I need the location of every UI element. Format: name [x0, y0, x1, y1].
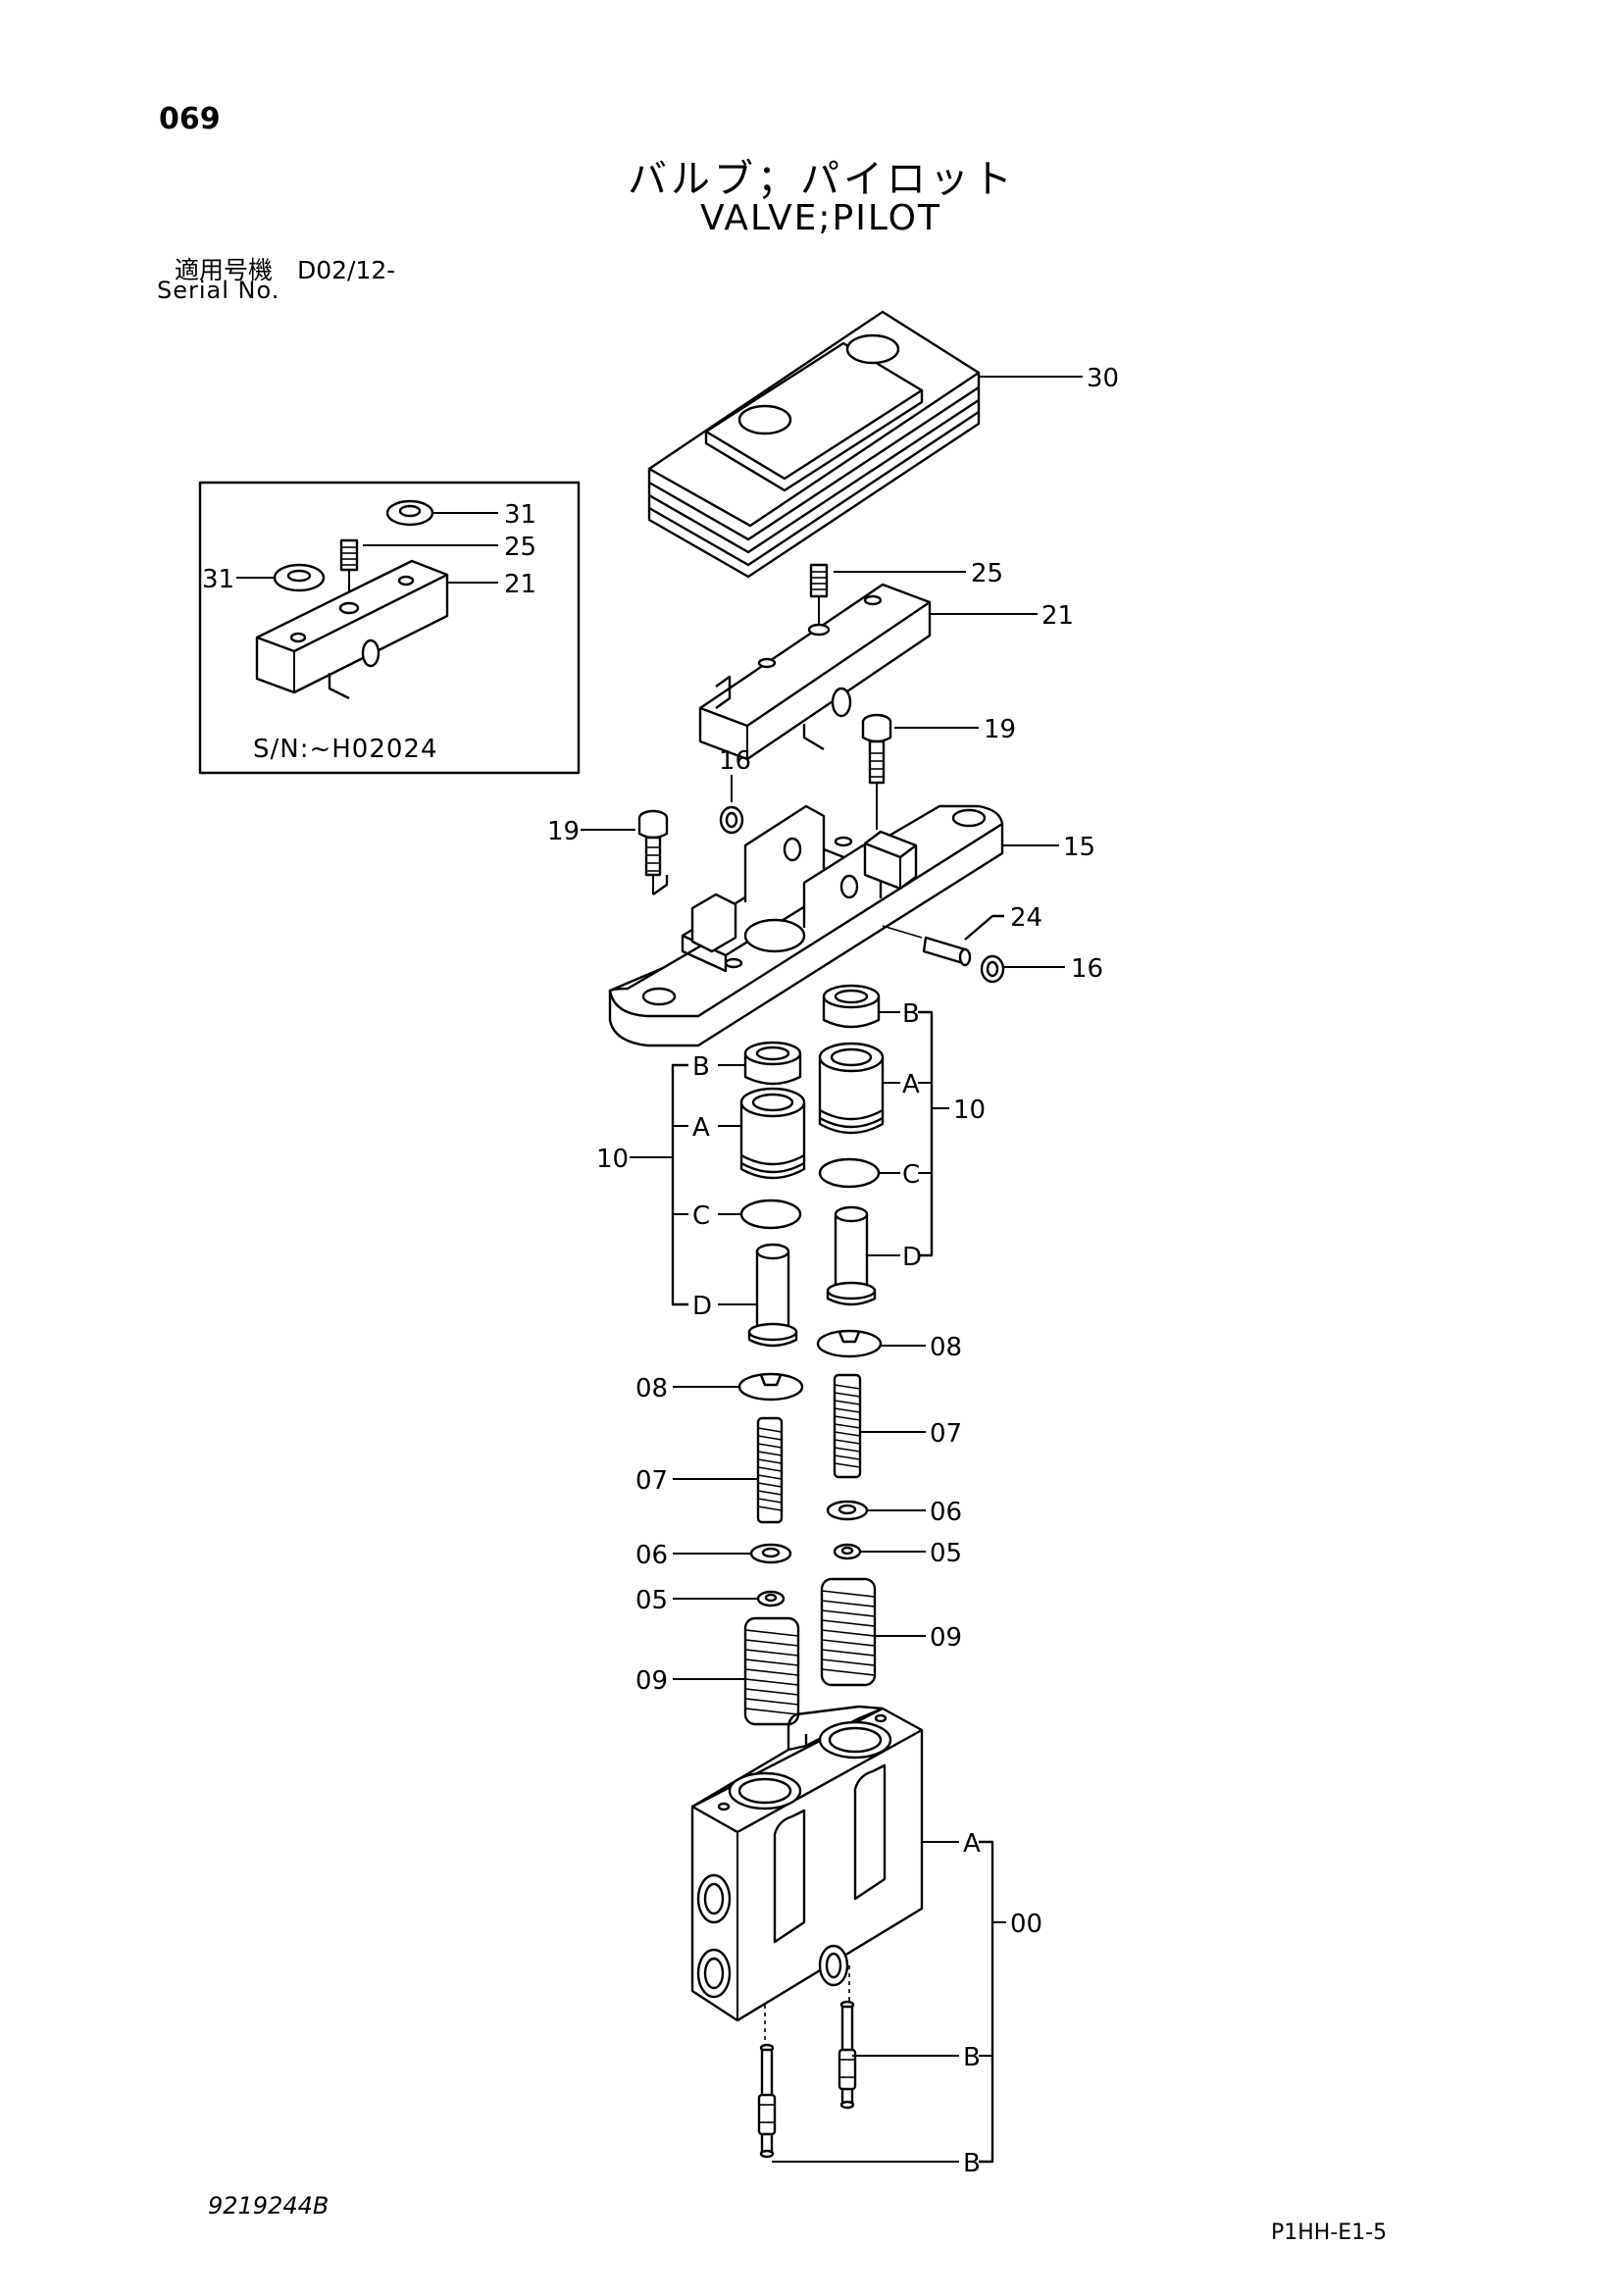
callout-08-left: 08 — [635, 1374, 668, 1403]
callout-a-left: A — [692, 1113, 710, 1143]
set-screw-25-icon — [809, 563, 829, 624]
spring-seat-08-left-icon — [737, 1372, 804, 1402]
shim-05-right-icon — [833, 1543, 862, 1560]
plug-a-left-icon — [739, 1087, 806, 1180]
page-number: 069 — [159, 102, 221, 136]
washer-31-left-icon — [273, 563, 326, 592]
callout-a-body: A — [963, 1829, 981, 1859]
callout-19-right: 19 — [984, 715, 1016, 744]
callout-b-right: B — [902, 999, 920, 1029]
callout-07-left: 07 — [635, 1466, 668, 1496]
callout-b-body-1: B — [963, 2043, 981, 2072]
set-screw-25-icon — [339, 538, 359, 608]
inset-callout-21: 21 — [504, 570, 536, 599]
o-ring-16-icon — [719, 805, 744, 835]
document-number: 9219244B — [208, 2192, 330, 2219]
inset-serial-note: S/N:~H02024 — [253, 735, 438, 764]
callout-07-right: 07 — [930, 1419, 962, 1449]
spring-seat-08-right-icon — [816, 1329, 883, 1358]
plate-15-icon — [608, 804, 1004, 1047]
washer-06-right-icon — [826, 1500, 869, 1521]
callout-21: 21 — [1041, 601, 1074, 631]
callout-10-right: 10 — [953, 1096, 986, 1125]
valve-body-icon — [690, 1705, 924, 2040]
bolt-19-icon — [861, 713, 892, 830]
plug-a-right-icon — [818, 1042, 885, 1135]
spring-07-right-icon — [833, 1373, 862, 1479]
callout-16-right: 16 — [1071, 954, 1103, 984]
callout-08-right: 08 — [930, 1333, 962, 1362]
spring-07-left-icon — [756, 1416, 784, 1524]
callout-06-right: 06 — [930, 1498, 962, 1527]
inset-box: 31 25 31 21 S/N:~H02024 — [198, 481, 581, 775]
pin-24-icon — [882, 925, 972, 967]
callout-10-left: 10 — [596, 1145, 629, 1174]
shim-05-left-icon — [756, 1590, 786, 1607]
block-21-inset-icon — [255, 559, 449, 700]
callout-c-left: C — [692, 1201, 710, 1231]
callout-00: 00 — [1010, 1910, 1042, 1939]
rubber-boot-30-icon — [647, 310, 981, 579]
seal-b-left-icon — [743, 1041, 802, 1086]
washer-06-left-icon — [749, 1543, 792, 1564]
callout-05-right: 05 — [930, 1539, 962, 1568]
callout-05-left: 05 — [635, 1586, 668, 1615]
callout-06-left: 06 — [635, 1541, 668, 1570]
callout-b-body-2: B — [963, 2149, 981, 2178]
spring-09-right-icon — [820, 1577, 877, 1687]
callout-19-left: 19 — [547, 817, 580, 846]
callout-30: 30 — [1087, 364, 1119, 393]
callout-b-left: B — [692, 1052, 710, 1082]
callout-a-right: A — [902, 1070, 920, 1099]
callout-c-right: C — [902, 1160, 920, 1190]
seal-b-right-icon — [822, 984, 881, 1029]
callout-d-right: D — [902, 1243, 922, 1272]
callout-15: 15 — [1063, 833, 1095, 862]
serial-label-english: Serial No. — [157, 277, 280, 304]
callout-25: 25 — [971, 559, 1003, 588]
push-rod-d-right-icon — [826, 1205, 877, 1306]
o-ring-16-right-icon — [980, 954, 1005, 984]
callout-24: 24 — [1010, 903, 1042, 933]
callout-09-right: 09 — [930, 1623, 962, 1653]
bolt-19-left-icon — [637, 809, 669, 894]
serial-label-japanese: 適用号機 D02/12- — [175, 256, 396, 284]
title-japanese: バルブ；パイロット — [628, 157, 1016, 202]
title-english: VALVE;PILOT — [700, 198, 941, 238]
push-rod-d-left-icon — [747, 1243, 798, 1348]
piston-b-left-icon — [757, 2043, 777, 2159]
o-ring-c-left-icon — [739, 1199, 802, 1230]
spring-09-left-icon — [743, 1616, 800, 1726]
o-ring-c-right-icon — [818, 1157, 881, 1189]
page-code: P1HH-E1-5 — [1271, 2220, 1388, 2245]
callout-16-top: 16 — [719, 746, 751, 776]
inset-callout-31-left: 31 — [202, 565, 234, 594]
inset-callout-31-top: 31 — [504, 500, 536, 530]
callout-09-left: 09 — [635, 1666, 668, 1696]
inset-callout-25: 25 — [504, 533, 536, 562]
block-21-icon — [698, 583, 932, 761]
callout-d-left: D — [692, 1292, 712, 1321]
washer-31-icon — [385, 499, 434, 527]
